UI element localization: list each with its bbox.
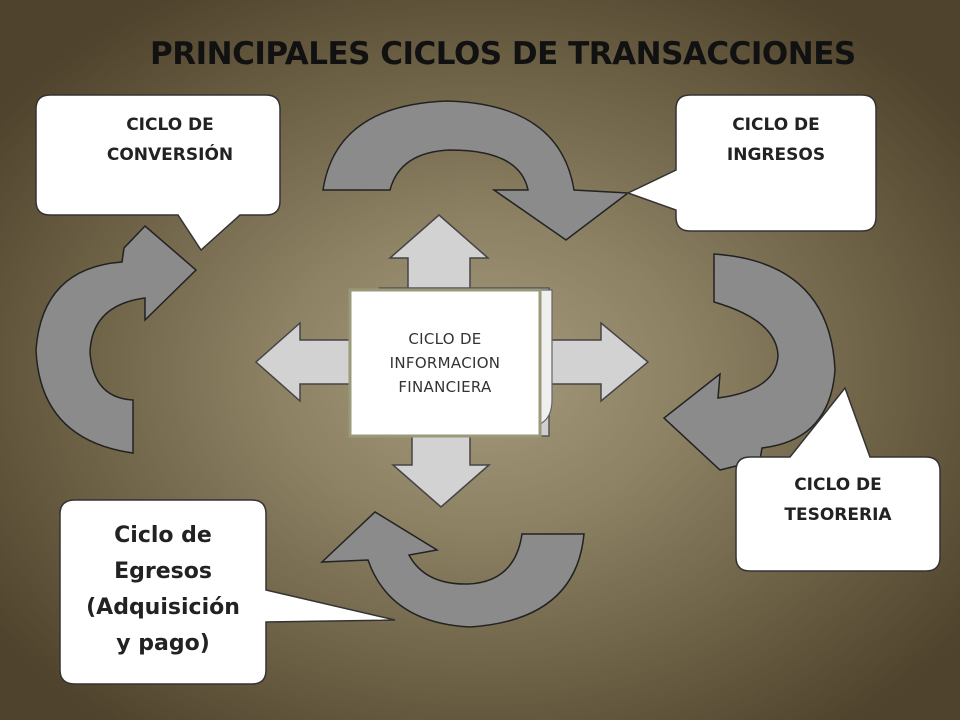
- callout-egresos-bubble: [59, 499, 396, 685]
- callout-tesoreria-label: CICLO DE TESORERIA: [784, 475, 892, 525]
- callout-conversion-bubble: [35, 94, 281, 252]
- center-box-bg: [348, 288, 542, 438]
- callout-ingresos-bubble: [626, 94, 877, 232]
- right-cycle-arrow: [662, 253, 836, 471]
- center-box-curl-edge: [539, 289, 553, 425]
- callout-tesoreria-bubble: [735, 386, 941, 572]
- page-title: PRINCIPALES CICLOS DE TRANSACCIONES: [150, 36, 856, 72]
- left-cycle-arrow: [35, 224, 198, 454]
- callout-ingresos-label: CICLO DE INGRESOS: [726, 115, 826, 165]
- right-arrow: [539, 321, 650, 403]
- callout-egresos-label: Ciclo de Egresos (Adquisición y pago): [86, 523, 240, 656]
- center-label: CICLO DE INFORMACION FINANCIERA: [389, 330, 501, 396]
- down-arrow: [391, 435, 491, 508]
- up-arrow: [388, 214, 490, 291]
- bottom-cycle-arrow: [320, 511, 585, 628]
- top-cycle-arrow: [322, 100, 631, 241]
- callout-conversion-label: CICLO DE CONVERSIÓN: [106, 115, 234, 165]
- left-arrow: [254, 321, 353, 403]
